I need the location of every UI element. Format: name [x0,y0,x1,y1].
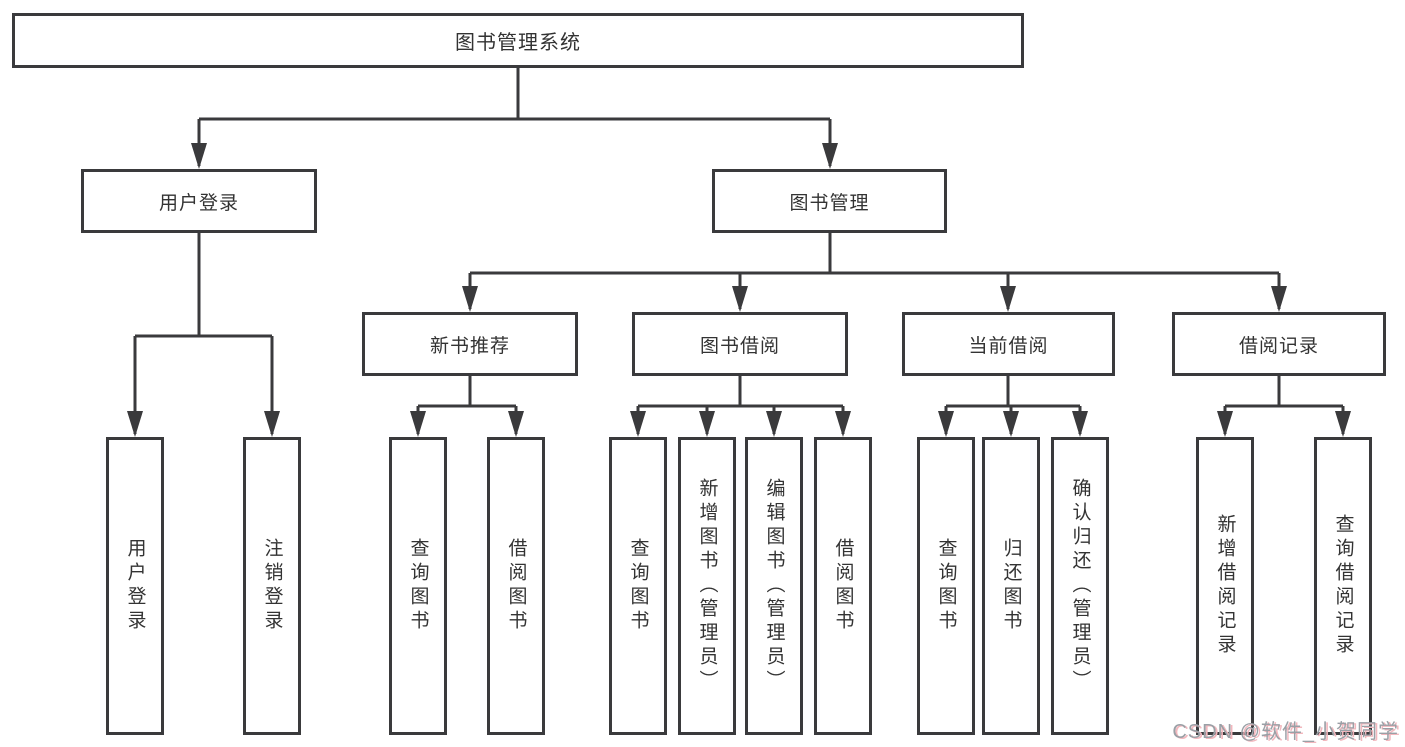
leaf-query-books-current: 查询图书 [917,437,975,735]
leaf-return-books: 归还图书 [982,437,1040,735]
leaf-query-books-recommend: 查询图书 [389,437,447,735]
connector-book-management-children [468,233,1281,309]
node-label: 当前借阅 [968,335,1049,357]
arrowhead [191,143,207,169]
arrowhead [508,411,524,437]
arrowhead [1217,411,1233,437]
node-label: 查询图书 [935,538,957,634]
arrowhead [264,411,280,437]
node-label: 借阅图书 [832,538,854,634]
connector-user-login-children [133,233,274,434]
leaf-confirm-return-admin: 确认归还（管理员） [1051,437,1109,735]
node-borrow-record: 借阅记录 [1172,312,1386,376]
leaf-query-books-borrow: 查询图书 [609,437,667,735]
arrowhead [1072,411,1088,437]
leaf-user-login: 用户登录 [106,437,164,735]
arrowhead [1000,286,1016,312]
arrowhead [630,411,646,437]
node-label: 查询借阅记录 [1332,514,1354,658]
arrowhead [1271,286,1287,312]
arrowhead [127,411,143,437]
node-label: 图书管理系统 [455,32,581,54]
arrowhead [732,286,748,312]
node-label: 查询图书 [407,538,429,634]
node-label: 注销登录 [261,538,283,634]
connector-book-borrow-children [636,376,845,434]
arrowhead [1335,411,1351,437]
arrowhead [462,286,478,312]
node-book-management: 图书管理 [712,169,947,233]
connector-root-to-level2 [197,68,832,166]
node-label: 归还图书 [1000,538,1022,634]
leaf-add-borrow-record: 新增借阅记录 [1196,437,1254,735]
leaf-borrow-books-recommend: 借阅图书 [487,437,545,735]
arrowhead [699,411,715,437]
leaf-logout: 注销登录 [243,437,301,735]
node-label: 用户登录 [124,538,146,634]
leaf-borrow-books: 借阅图书 [814,437,872,735]
arrowhead [766,411,782,437]
node-root-book-management-system: 图书管理系统 [12,13,1024,68]
leaf-edit-books-admin: 编辑图书（管理员） [745,437,803,735]
node-label: 编辑图书（管理员） [763,478,785,694]
node-current-borrow: 当前借阅 [902,312,1115,376]
node-label: 借阅记录 [1238,335,1319,357]
connector-new-book-recommend-children [416,376,518,434]
arrowhead [1003,411,1019,437]
node-label: 查询图书 [627,538,649,634]
arrowhead [835,411,851,437]
node-label: 图书管理 [789,192,870,214]
connector-borrow-record-children [1223,376,1345,434]
node-label: 图书借阅 [699,335,780,357]
node-label: 用户登录 [158,192,239,214]
node-user-login: 用户登录 [81,169,317,233]
node-book-borrow: 图书借阅 [632,312,848,376]
arrowhead [822,143,838,169]
csdn-watermark: CSDN @软件_小贺同学 [1172,721,1399,743]
leaf-add-books-admin: 新增图书（管理员） [678,437,736,735]
arrowhead [938,411,954,437]
node-label: 新增借阅记录 [1214,514,1236,658]
node-label: 确认归还（管理员） [1069,478,1091,694]
node-label: 新增图书（管理员） [696,478,718,694]
node-label: 借阅图书 [505,538,527,634]
arrowhead [410,411,426,437]
node-label: 新书推荐 [429,335,510,357]
leaf-query-borrow-record: 查询借阅记录 [1314,437,1372,735]
node-new-book-recommend: 新书推荐 [362,312,578,376]
